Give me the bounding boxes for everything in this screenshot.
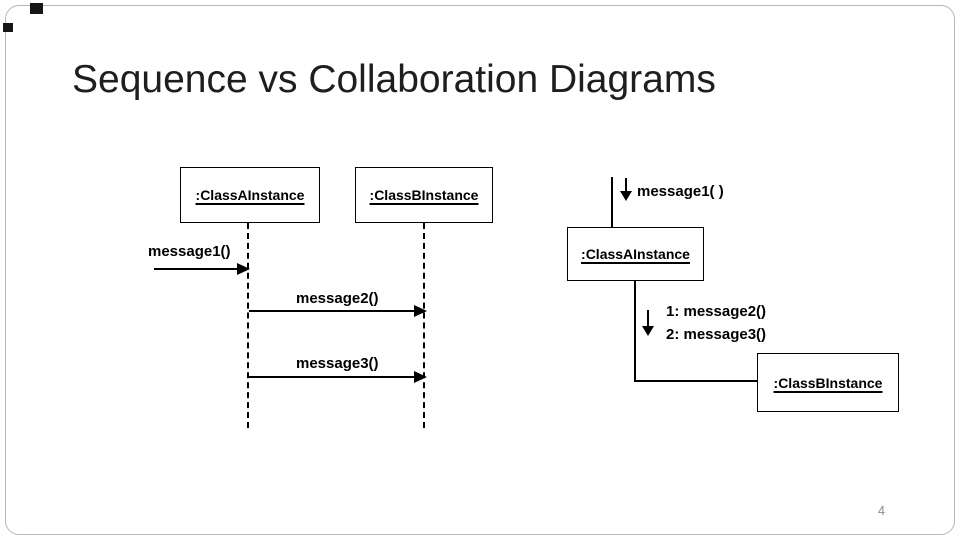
sequence-object-classa-label: :ClassAInstance (195, 187, 305, 203)
collab-message1-label: message1( ) (637, 183, 724, 200)
collab-link-vertical-line (634, 281, 636, 382)
corner-marker-1 (30, 3, 43, 14)
collab-object-classa-label: :ClassAInstance (581, 246, 690, 262)
collab-object-classa-box: :ClassAInstance (567, 227, 704, 281)
message3-label: message3() (296, 355, 379, 372)
classa-lifeline (247, 223, 249, 428)
message3-arrow-shaft (249, 376, 416, 378)
sequence-object-classa-box: :ClassAInstance (180, 167, 320, 223)
message2-arrow-shaft (249, 310, 416, 312)
classb-lifeline (423, 223, 425, 428)
message1-arrow (154, 263, 250, 275)
page-number: 4 (878, 504, 885, 518)
collab-message23-arrowhead-icon (642, 326, 654, 336)
message1-arrow-shaft (154, 268, 239, 270)
collab-link-horizontal-line (634, 380, 758, 382)
collab-message3-label: 2: message3() (666, 326, 767, 343)
sequence-object-classb-label: :ClassBInstance (369, 187, 479, 203)
message3-arrowhead-icon (414, 371, 427, 383)
collab-message1-arrow-shaft (625, 178, 627, 192)
message1-arrowhead-icon (237, 263, 250, 275)
collab-message1-arrowhead-icon (620, 191, 632, 201)
slide-title: Sequence vs Collaboration Diagrams (72, 58, 716, 101)
collab-object-classb-box: :ClassBInstance (757, 353, 899, 412)
collab-message23-arrow (642, 310, 654, 336)
collab-message23-arrow-shaft (647, 310, 649, 327)
message3-arrow (249, 371, 427, 383)
collab-message2-label: 1: message2() (666, 303, 767, 320)
collab-message1-arrow (620, 178, 632, 201)
message1-label: message1() (148, 243, 231, 260)
collab-object-classb-label: :ClassBInstance (773, 374, 883, 391)
collab-incoming-link-line (611, 177, 613, 227)
sequence-object-classb-box: :ClassBInstance (355, 167, 493, 223)
message2-arrow (249, 305, 427, 317)
corner-marker-2 (3, 23, 13, 32)
message2-label: message2() (296, 290, 379, 307)
message2-arrowhead-icon (414, 305, 427, 317)
